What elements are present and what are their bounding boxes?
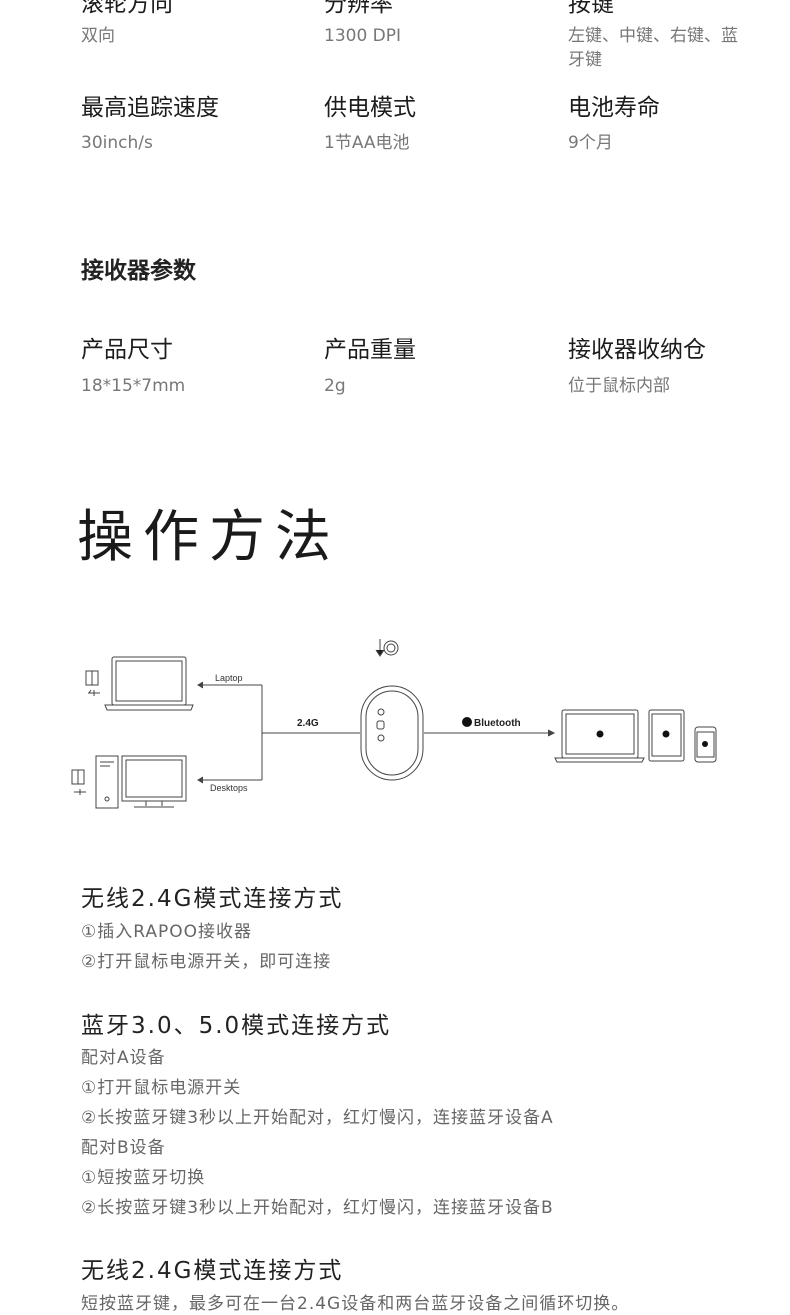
laptop-label: Laptop [215, 673, 243, 683]
wireless-24g-label: 2.4G [297, 718, 319, 729]
usb-receiver-icon-desktop [71, 769, 86, 795]
instruction-line: ②长按蓝牙键3秒以上开始配对，红灯慢闪，连接蓝牙设备B [81, 1198, 554, 1218]
desktops-label: Desktops [210, 783, 248, 793]
mouse-icon [360, 685, 424, 781]
spec-value-power-mode: 1节AA电池 [324, 133, 410, 153]
bluetooth-label: Bluetooth [474, 718, 521, 729]
laptop-icon [104, 656, 194, 711]
spec-title-max-tracking-speed: 最高追踪速度 [81, 95, 219, 121]
phone-bt-icon [694, 726, 717, 763]
receiver-storage-title: 接收器收纳仓 [568, 337, 706, 363]
instruction-line: ②打开鼠标电源开关，即可连接 [81, 952, 332, 972]
receiver-weight-title: 产品重量 [324, 337, 416, 363]
connection-diagram: Laptop Desktops 2.4G Bluetooth [71, 639, 717, 809]
receiver-storage-value: 位于鼠标内部 [568, 376, 670, 396]
desktop-icon [95, 755, 187, 809]
spec-value-max-tracking-speed: 30inch/s [81, 133, 153, 153]
instruction-line: ②长按蓝牙键3秒以上开始配对，红灯慢闪，连接蓝牙设备A [81, 1108, 554, 1128]
instruction-line: ①短按蓝牙切换 [81, 1168, 206, 1188]
instruction-line: ①插入RAPOO接收器 [81, 922, 253, 942]
instruction-title-bluetooth: 蓝牙3.0、5.0模式连接方式 [81, 1013, 392, 1039]
instruction-line: ①打开鼠标电源开关 [81, 1078, 242, 1098]
spec-value-battery-life: 9个月 [568, 133, 613, 153]
receiver-size-title: 产品尺寸 [81, 337, 173, 363]
operation-heading: 操作方法 [77, 505, 341, 570]
usb-receiver-icon-laptop [85, 670, 100, 696]
spec-title-resolution: 分辨率 [324, 0, 393, 17]
spec-title-power-mode: 供电模式 [324, 95, 416, 121]
receiver-weight-value: 2g [324, 376, 346, 396]
spec-title-battery-life: 电池寿命 [568, 95, 660, 121]
receiver-heading: 接收器参数 [81, 258, 196, 284]
instruction-line: 配对A设备 [81, 1048, 166, 1068]
spec-title-scroll-direction: 滚轮方向 [81, 0, 173, 17]
instruction-title-switching: 无线2.4G模式连接方式 [81, 1258, 344, 1284]
power-button-icon [375, 639, 399, 657]
laptop-bt-icon [554, 709, 645, 763]
instruction-line: 短按蓝牙键，最多可在一台2.4G设备和两台蓝牙设备之间循环切换。 [81, 1294, 630, 1314]
instruction-line: 配对B设备 [81, 1138, 166, 1158]
tablet-bt-icon [648, 709, 685, 762]
spec-title-buttons: 按键 [568, 0, 614, 17]
spec-value-resolution: 1300 DPI [324, 26, 402, 46]
receiver-size-value: 18*15*7mm [81, 376, 186, 396]
spec-value-scroll-direction: 双向 [81, 26, 115, 46]
spec-value-buttons: 左键、中键、右键、蓝牙键 [568, 26, 738, 70]
instruction-title-24g: 无线2.4G模式连接方式 [81, 886, 344, 912]
